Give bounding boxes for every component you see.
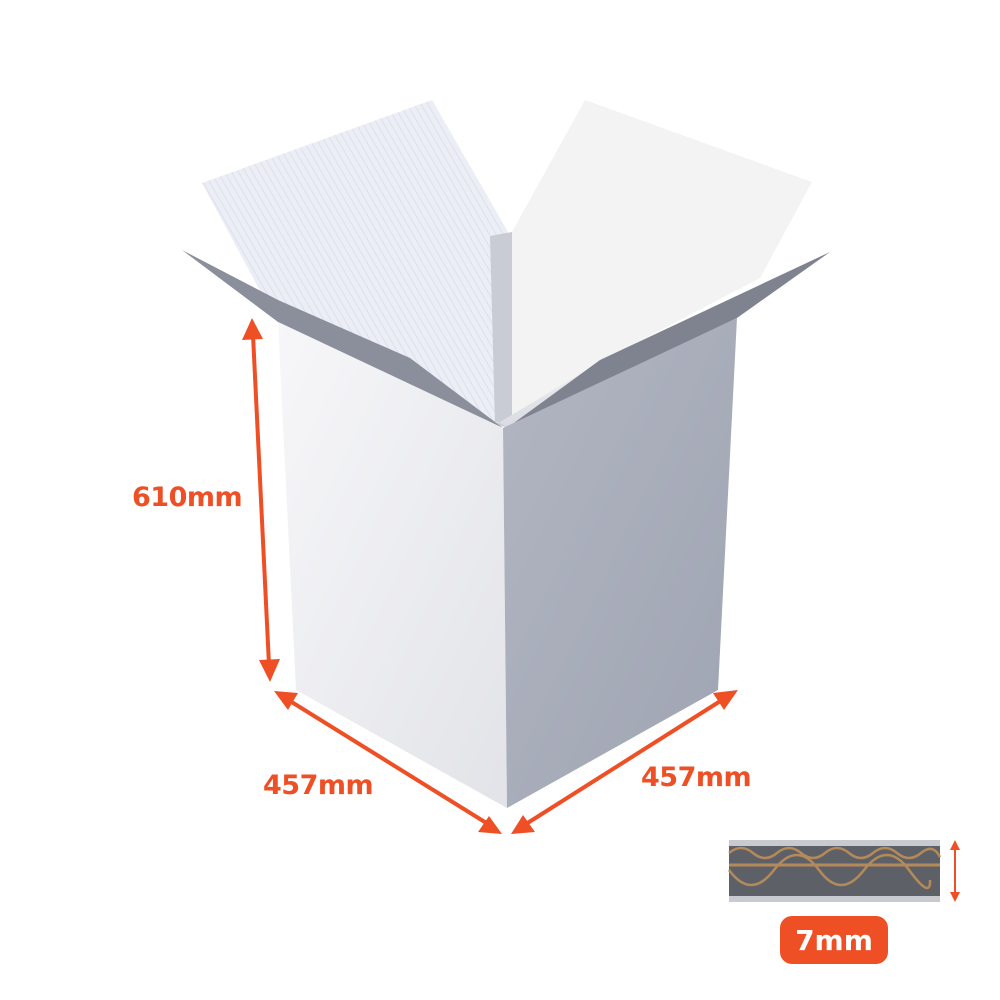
width-label: 457mm: [641, 762, 752, 793]
length-label: 457mm: [263, 770, 374, 801]
back-left-flap: [202, 100, 508, 425]
right-outer-flap: [507, 252, 830, 428]
left-outer-flap: [182, 250, 503, 428]
height-label: 610mm: [132, 482, 243, 513]
corrugation-cross-section: [727, 840, 960, 902]
box-right-face: [503, 318, 737, 808]
box-interior: [490, 232, 512, 428]
box-left-face: [278, 322, 507, 808]
thickness-badge: 7mm: [780, 916, 888, 964]
dimension-arrows: [242, 318, 738, 834]
back-right-flap: [510, 100, 812, 428]
